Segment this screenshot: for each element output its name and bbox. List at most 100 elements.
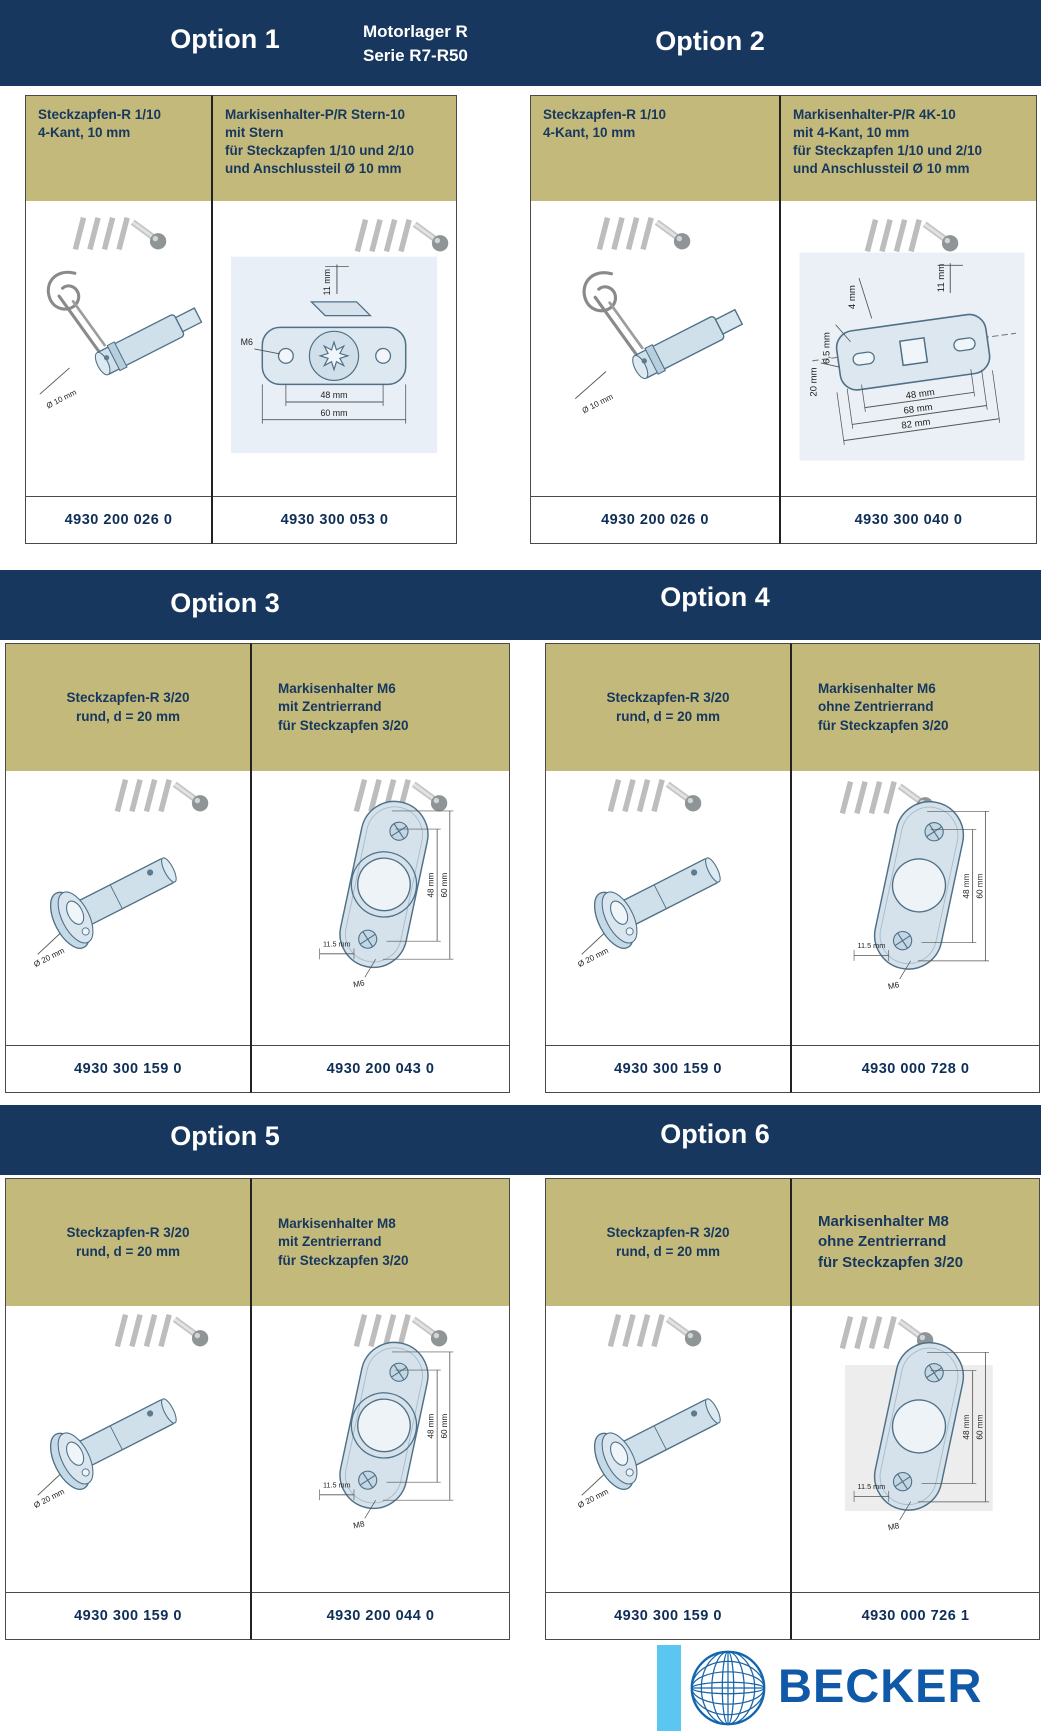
option-2-header: Option 2 [655,26,765,56]
thread-label: M6 [352,978,365,989]
product-cell-option4-steckzapfen: Steckzapfen-R 3/20 rund, d = 20 mm Ø 20 … [545,643,791,1093]
markisenhalter-4k-drawing: 11 mm 4 mm 6,5 mm 20 mm 48 mm 68 mm 82 m… [798,251,1026,462]
product-cell-option6-markisenhalter: Markisenhalter M8 ohne Zentrierrand für … [790,1178,1040,1640]
thread-label: M6 [241,337,253,347]
product-illustration-area: Ø 20 mm [6,771,250,1045]
product-header: Markisenhalter-P/R 4K-10 mit 4-Kant, 10 … [781,96,1036,201]
dimension-label: 20 mm [809,367,820,396]
dimension-label: 82 mm [901,417,931,432]
part-number: 4930 200 026 0 [26,496,211,543]
hatch-screw-icon [69,213,169,255]
steckzapfen-round-drawing: Ø 20 mm [32,840,188,969]
dimension-label: 60 mm [976,1414,985,1439]
footer: BECKER [0,1640,1041,1731]
dimension-label: 11.5 mm [858,1482,886,1491]
product-header: Steckzapfen-R 3/20 rund, d = 20 mm [6,644,250,771]
option-4-header: Option 4 [660,582,770,612]
header-bar-options-1-2: Option 1 Motorlager R Serie R7-R50 Optio… [0,0,1041,86]
part-number: 4930 300 053 0 [213,496,456,543]
part-number: 4930 300 159 0 [546,1592,790,1639]
thread-label: M8 [352,1519,365,1530]
dimension-label: 11.5 mm [858,941,886,950]
dimension-label: 60 mm [321,408,348,418]
product-illustration-area: Ø 10 mm [531,201,779,496]
product-title: Steckzapfen-R 3/20 rund, d = 20 mm [606,690,730,724]
part-number: 4930 200 044 0 [252,1592,509,1639]
option-3-header: Option 3 [170,588,280,618]
product-illustration-area: 48 mm 60 mm 11.5 mm M6 [792,771,1039,1045]
dimension-label: Ø 20 mm [576,1487,610,1510]
product-illustration-area: Ø 20 mm [546,771,790,1045]
product-header: Markisenhalter M8 mit Zentrierrand für S… [252,1179,509,1306]
markisenhalter-m6-drawing: 48 mm 60 mm 11.5 mm M6 [318,794,455,989]
product-title: Steckzapfen-R 1/10 4-Kant, 10 mm [543,107,667,141]
steckzapfen-round-drawing: Ø 20 mm [576,840,732,969]
part-number: 4930 300 159 0 [6,1592,250,1639]
dimension-label: 11 mm [322,269,332,295]
product-header: Steckzapfen-R 3/20 rund, d = 20 mm [546,1179,790,1306]
product-title: Steckzapfen-R 3/20 rund, d = 20 mm [606,1225,730,1259]
dimension-label: 48 mm [427,872,436,897]
dimension-label: 60 mm [976,873,985,898]
product-illustration-area: 11 mm 4 mm 6,5 mm 20 mm 48 mm 68 mm 82 m… [781,201,1036,496]
dimension-label: 6,5 mm [821,332,832,364]
product-title: Markisenhalter M6 mit Zentrierrand für S… [278,681,409,733]
dimension-label: Ø 20 mm [32,1487,66,1510]
steckzapfen-pin-drawing: Ø 10 mm [38,270,206,410]
series-title: Motorlager R Serie R7-R50 [363,22,468,65]
product-title: Steckzapfen-R 3/20 rund, d = 20 mm [66,1225,190,1259]
steckzapfen-round-drawing: Ø 20 mm [576,1381,732,1510]
product-illustration-area: 11 mm M6 48 mm 60 mm [213,201,456,496]
steckzapfen-round-drawing: Ø 20 mm [32,1381,188,1510]
product-cell-option1-steckzapfen: Steckzapfen-R 1/10 4-Kant, 10 mm Ø 10 mm… [25,95,212,544]
part-number: 4930 000 726 1 [792,1592,1039,1639]
dimension-label: Ø 20 mm [576,946,610,969]
dimension-label: 48 mm [905,387,935,402]
product-header: Markisenhalter M6 ohne Zentrierrand für … [792,644,1039,771]
dimension-label: Ø 10 mm [581,392,615,415]
option-5-header: Option 5 [170,1121,280,1151]
markisenhalter-stern-drawing: 11 mm M6 48 mm 60 mm [230,255,438,454]
brand-wordmark: BECKER [778,1659,983,1712]
product-cell-option5-markisenhalter: Markisenhalter M8 mit Zentrierrand für S… [250,1178,510,1640]
product-title: Markisenhalter-P/R Stern-10 mit Stern fü… [225,107,415,177]
product-header: Steckzapfen-R 1/10 4-Kant, 10 mm [26,96,211,201]
markisenhalter-m8-drawing: 48 mm 60 mm 11.5 mm M8 [318,1335,455,1530]
dimension-label: 68 mm [903,402,933,417]
dimension-label: 60 mm [440,872,449,897]
option-6-header: Option 6 [660,1119,770,1149]
dimension-label: Ø 20 mm [32,946,66,969]
dimension-label: 48 mm [962,1414,971,1439]
markisenhalter-m6-drawing: 48 mm 60 mm 11.5 mm M6 [853,794,990,991]
product-cell-option3-steckzapfen: Steckzapfen-R 3/20 rund, d = 20 mm Ø 20 … [5,643,251,1093]
part-number: 4930 300 040 0 [781,496,1036,543]
part-number: 4930 000 728 0 [792,1045,1039,1092]
dimension-label: 11.5 mm [323,940,351,949]
product-title: Markisenhalter M8 ohne Zentrierrand für … [818,1213,964,1271]
part-number: 4930 200 026 0 [531,496,779,543]
dimension-label: 60 mm [440,1413,449,1438]
thread-label: M6 [887,980,900,991]
part-number: 4930 300 159 0 [546,1045,790,1092]
product-cell-option2-markisenhalter: Markisenhalter-P/R 4K-10 mit 4-Kant, 10 … [779,95,1037,544]
product-header: Markisenhalter M6 mit Zentrierrand für S… [252,644,509,771]
product-header: Steckzapfen-R 3/20 rund, d = 20 mm [546,644,790,771]
product-cell-option6-steckzapfen: Steckzapfen-R 3/20 rund, d = 20 mm Ø 20 … [545,1178,791,1640]
product-title: Markisenhalter-P/R 4K-10 mit 4-Kant, 10 … [793,107,983,177]
product-illustration-area: Ø 10 mm [26,201,211,496]
steckzapfen-pin-drawing: Ø 10 mm [573,271,747,415]
product-title: Markisenhalter M6 ohne Zentrierrand für … [818,681,949,733]
product-cell-option4-markisenhalter: Markisenhalter M6 ohne Zentrierrand für … [790,643,1040,1093]
header-bar-options-3-4: Option 3 Option 4 [0,570,1041,640]
becker-globe-logo-icon [690,1650,766,1726]
product-title: Steckzapfen-R 3/20 rund, d = 20 mm [66,690,190,724]
product-title: Steckzapfen-R 1/10 4-Kant, 10 mm [38,107,162,141]
product-header: Steckzapfen-R 1/10 4-Kant, 10 mm [531,96,779,201]
accent-bar [657,1645,681,1731]
product-header: Markisenhalter M8 ohne Zentrierrand für … [792,1179,1039,1306]
product-illustration-area: 48 mm 60 mm 11.5 mm M8 [792,1306,1039,1592]
product-title: Markisenhalter M8 mit Zentrierrand für S… [278,1216,409,1268]
option-1-header: Option 1 [170,24,280,54]
dimension-label: 11.5 mm [323,1481,351,1490]
